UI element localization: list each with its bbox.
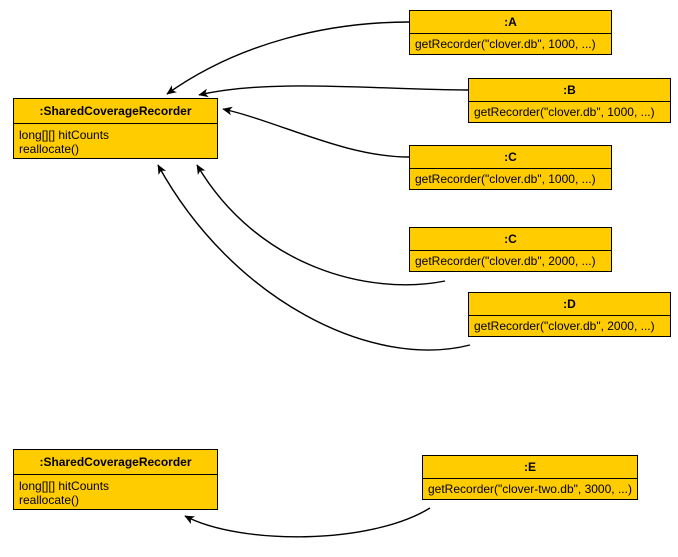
node-header: :D <box>469 293 670 316</box>
node-shared-coverage-recorder-bottom[interactable]: :SharedCoverageRecorder long[][] hitCoun… <box>13 449 218 510</box>
edge-c1-to-recorder <box>222 106 410 158</box>
edge-b-to-recorder <box>198 85 469 98</box>
node-attributes: long[][] hitCounts reallocate() <box>14 124 217 158</box>
node-client-d[interactable]: :D getRecorder("clover.db", 2000, ...) <box>468 292 671 337</box>
node-header: :C <box>410 228 611 251</box>
node-header: :A <box>410 11 611 34</box>
node-header: :SharedCoverageRecorder <box>14 450 217 475</box>
node-call: getRecorder("clover.db", 2000, ...) <box>474 319 655 333</box>
node-header: :B <box>469 79 670 102</box>
node-client-c-2000[interactable]: :C getRecorder("clover.db", 2000, ...) <box>409 227 612 272</box>
node-call: getRecorder("clover.db", 1000, ...) <box>415 37 596 51</box>
edge-e-to-recorder-bottom <box>184 507 431 538</box>
attribute-hitcounts: long[][] hitCounts <box>19 128 110 142</box>
node-header: :E <box>423 456 637 479</box>
attribute-reallocate: reallocate() <box>19 493 80 507</box>
node-call: getRecorder("clover.db", 2000, ...) <box>415 254 596 268</box>
node-header: :C <box>410 146 611 169</box>
node-client-c-1000[interactable]: :C getRecorder("clover.db", 1000, ...) <box>409 145 612 190</box>
node-call: getRecorder("clover.db", 1000, ...) <box>474 105 655 119</box>
edge-a-to-recorder <box>166 21 410 95</box>
node-client-e[interactable]: :E getRecorder("clover-two.db", 3000, ..… <box>422 455 638 500</box>
edge-c2-to-recorder <box>196 164 446 286</box>
node-attributes: long[][] hitCounts reallocate() <box>14 475 217 509</box>
node-call: getRecorder("clover-two.db", 3000, ...) <box>428 482 632 496</box>
node-client-b[interactable]: :B getRecorder("clover.db", 1000, ...) <box>468 78 671 123</box>
node-shared-coverage-recorder-top[interactable]: :SharedCoverageRecorder long[][] hitCoun… <box>13 98 218 159</box>
node-client-a[interactable]: :A getRecorder("clover.db", 1000, ...) <box>409 10 612 55</box>
node-call: getRecorder("clover.db", 1000, ...) <box>415 172 596 186</box>
attribute-reallocate: reallocate() <box>19 142 80 156</box>
node-header: :SharedCoverageRecorder <box>14 99 217 124</box>
attribute-hitcounts: long[][] hitCounts <box>19 479 110 493</box>
